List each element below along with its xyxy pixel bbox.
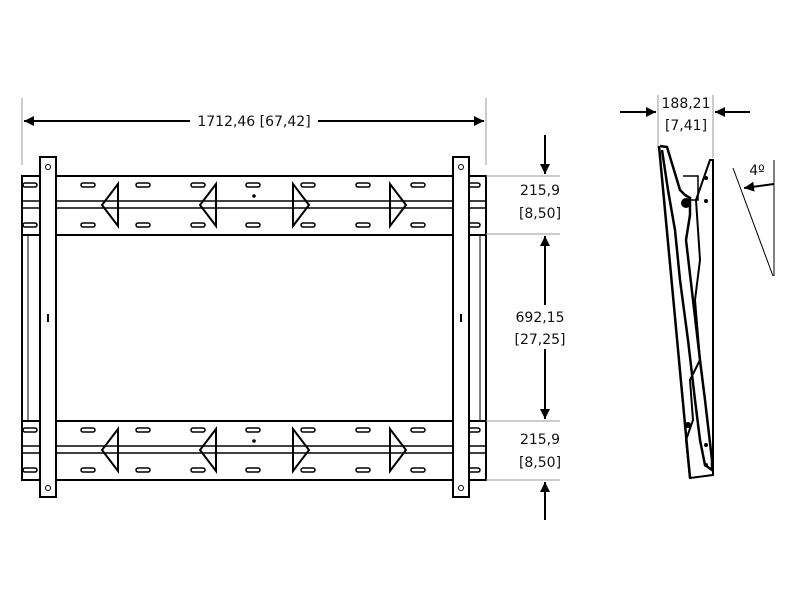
bottom-rail-height-mm: 215,9	[520, 432, 560, 448]
slot	[80, 427, 96, 433]
depth-mm: 188,21	[662, 96, 711, 112]
tilt-line	[732, 167, 774, 277]
slot	[80, 222, 96, 228]
front-view	[21, 156, 487, 498]
tilt-plate	[659, 144, 714, 473]
front-edge	[657, 145, 692, 479]
alignment-triangle	[198, 426, 217, 474]
slot	[355, 427, 371, 433]
slot	[22, 427, 38, 433]
slot	[190, 182, 206, 188]
overall-width-dimension: 1712,46 [67,42]	[21, 98, 487, 165]
post-hole	[458, 485, 464, 491]
slot	[190, 467, 206, 473]
slot	[355, 222, 371, 228]
alignment-triangle	[100, 426, 119, 474]
tilt-angle-label: 4º	[749, 163, 765, 179]
slot	[245, 182, 261, 188]
alignment-triangle	[198, 181, 217, 229]
post-hole	[458, 164, 464, 170]
slot	[135, 182, 151, 188]
slot	[300, 182, 316, 188]
alignment-triangle	[389, 426, 408, 474]
slot	[355, 182, 371, 188]
vertical-dimensions: 215,9 [8,50] 692,15 [27,25] 215,9 [8,50]	[486, 135, 575, 520]
pivot-knob	[681, 198, 691, 208]
slot	[22, 467, 38, 473]
slot	[80, 467, 96, 473]
top-rail-height-mm: 215,9	[520, 183, 560, 199]
alignment-triangle	[292, 426, 311, 474]
slot	[245, 222, 261, 228]
open-area	[24, 236, 484, 420]
alignment-triangle	[389, 181, 408, 229]
rail-spacing-mm: 692,15	[516, 310, 565, 326]
level-mark	[252, 194, 256, 198]
slot	[135, 427, 151, 433]
slot	[300, 427, 316, 433]
vertical-post	[39, 156, 57, 498]
slot	[190, 222, 206, 228]
hinge-block	[683, 175, 699, 201]
bottom-rail-height-in: [8,50]	[519, 455, 561, 471]
slot	[190, 427, 206, 433]
slot	[410, 222, 426, 228]
side-view: 188,21 [7,41] 4º	[620, 95, 775, 480]
post-hole	[45, 164, 51, 170]
alignment-triangle	[292, 181, 311, 229]
slot	[135, 467, 151, 473]
slot	[22, 222, 38, 228]
vertical-post	[452, 156, 470, 498]
slot	[410, 427, 426, 433]
post-hole	[45, 485, 51, 491]
slot	[245, 427, 261, 433]
overall-width-label: 1712,46 [67,42]	[197, 114, 310, 130]
slot	[410, 182, 426, 188]
top-rail-height-in: [8,50]	[519, 206, 561, 222]
slot	[245, 467, 261, 473]
slot	[135, 222, 151, 228]
level-mark	[252, 439, 256, 443]
slot	[355, 467, 371, 473]
slot	[410, 467, 426, 473]
slot	[300, 467, 316, 473]
alignment-triangle	[100, 181, 119, 229]
slot	[300, 222, 316, 228]
depth-in: [7,41]	[665, 118, 707, 134]
rail-spacing-in: [27,25]	[514, 332, 565, 348]
slot	[80, 182, 96, 188]
slot	[22, 182, 38, 188]
